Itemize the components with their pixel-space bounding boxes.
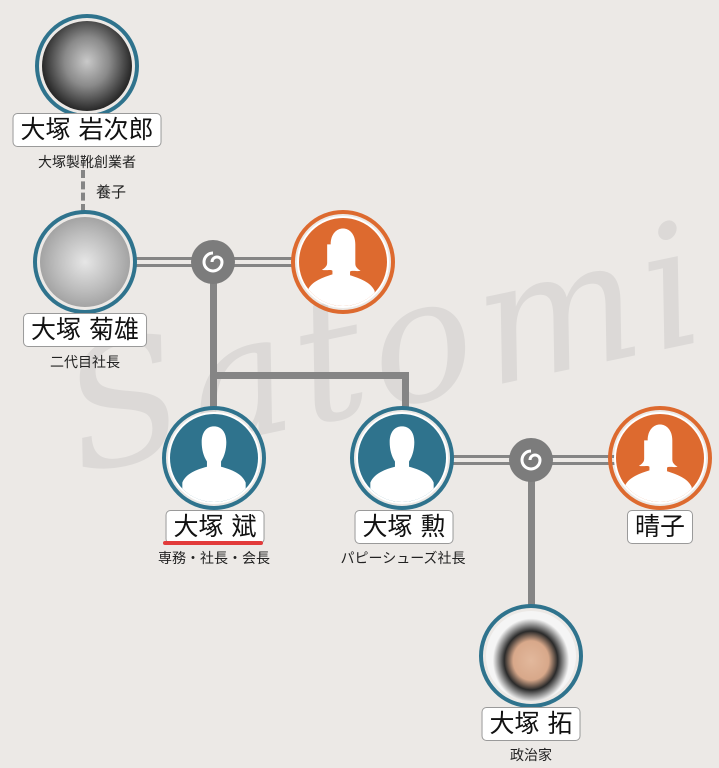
role-bin: 専務・社長・会長 — [158, 551, 270, 567]
child-line-isao — [402, 372, 409, 407]
avatar-isao[interactable] — [350, 406, 454, 510]
sibling-line — [210, 372, 409, 379]
avatar-female-silhouette[interactable] — [291, 210, 395, 314]
name-kikuo[interactable]: 大塚 菊雄 — [23, 313, 147, 347]
name-haruko[interactable]: 晴子 — [626, 510, 694, 544]
avatar-kikuo[interactable] — [33, 210, 137, 314]
marriage-ring-icon — [191, 240, 235, 284]
avatar-haruko[interactable] — [608, 406, 712, 510]
name-isao[interactable]: 大塚 勲 — [354, 510, 454, 544]
name-iwajiro[interactable]: 大塚 岩次郎 — [12, 113, 162, 147]
name-taku[interactable]: 大塚 拓 — [481, 707, 581, 741]
female-silhouette-icon — [624, 424, 692, 502]
child-line-taku — [528, 460, 535, 606]
child-line-bin — [210, 262, 217, 407]
male-silhouette-icon — [370, 426, 434, 502]
adoption-connector — [81, 170, 85, 212]
male-silhouette-icon — [182, 426, 246, 502]
role-isao: パピーシューズ社長 — [340, 551, 466, 567]
avatar-taku[interactable] — [479, 604, 583, 708]
role-iwajiro: 大塚製靴創業者 — [38, 155, 136, 171]
avatar-iwajiro[interactable] — [35, 14, 139, 118]
marriage-ring-icon — [509, 438, 553, 482]
adoption-label: 養子 — [96, 183, 127, 201]
role-kikuo: 二代目社長 — [50, 355, 120, 371]
avatar-bin[interactable] — [162, 406, 266, 510]
role-taku: 政治家 — [510, 748, 552, 764]
highlight-underline — [163, 541, 263, 545]
name-bin[interactable]: 大塚 斌 — [165, 510, 265, 544]
female-silhouette-icon — [307, 228, 375, 306]
